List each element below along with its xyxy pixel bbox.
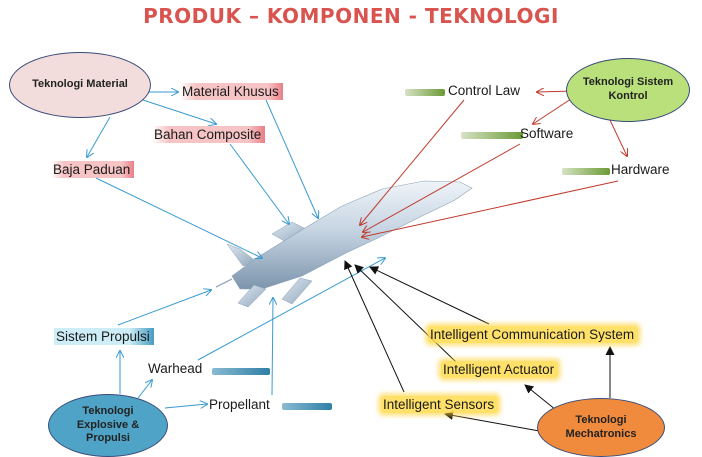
arrow-explosive-to-warhead [137,380,152,399]
oval-teknologi-mechatronics: Teknologi Mechatronics [537,398,665,457]
oval-teknologi-sistem-kontrol-label: Teknologi Sistem Kontrol [582,76,674,102]
arrow-propellant-to-missile [272,298,273,396]
arrow-material-to-bahan-composite [139,98,216,124]
software-bar [461,132,523,139]
arrow-intelligent-actuator-to-missile [354,264,457,363]
component-propellant: Propellant [209,397,270,412]
arrow-baja-paduan-to-missile [95,177,262,258]
missile-fin-bottom [281,277,313,305]
arrow-software-to-missile [363,143,521,232]
arrow-hardware-to-missile [362,180,619,237]
warhead-bar [212,368,270,375]
arrow-control-law-to-missile [360,99,465,225]
component-hardware: Hardware [611,162,670,177]
component-warhead: Warhead [148,361,203,376]
component-software: Software [520,126,574,141]
component-intelligent-communication-system: Intelligent Communication System [428,326,639,343]
missile-illustration [215,180,473,308]
component-intelligent-sensors: Intelligent Sensors [381,396,499,413]
arrow-sistem-propulsi-to-missile [117,290,211,326]
arrow-explosive-to-propellant [164,404,207,408]
component-intelligent-actuator: Intelligent Actuator [441,361,559,378]
control-law-bar [405,89,445,96]
arrow-bahan-composite-to-missile [229,143,289,224]
oval-teknologi-mechatronics-label: Teknologi Mechatronics [565,413,637,440]
arrow-intelligent-comm-to-missile [369,266,490,325]
page-title: PRODUK – KOMPONEN - TEKNOLOGI [143,4,559,28]
arrow-material-to-baja-paduan [87,116,111,157]
oval-teknologi-material: Teknologi Material [9,52,151,118]
arrow-intelligent-sensors-to-missile [344,260,405,393]
missile-probe [215,278,233,288]
arrow-warhead-to-missile [197,258,385,361]
oval-teknologi-material-label: Teknologi Material [32,78,128,91]
oval-teknologi-sistem-kontrol: Teknologi Sistem Kontrol [566,58,690,122]
arrow-material-khusus-to-missile [265,99,318,218]
missile-fin-tail-top [226,243,258,267]
hardware-bar [562,168,610,175]
arrow-mechatronics-to-sensors [444,410,546,433]
component-material-khusus: Material Khusus [180,83,283,100]
missile-fin-tail-bottom [237,284,267,308]
component-baja-paduan: Baja Paduan [51,161,135,178]
oval-teknologi-explosive-propulsi-label: Teknologi Explosive & Propulsi [76,404,140,445]
component-bahan-composite: Bahan Composite [152,126,266,143]
arrow-mechatronics-to-actuator [524,384,557,411]
missile-body [231,180,473,290]
oval-teknologi-explosive-propulsi: Teknologi Explosive & Propulsi [48,394,168,457]
propellant-bar [282,403,332,410]
component-control-law: Control Law [448,83,521,98]
component-sistem-propulsi: Sistem Propulsi [54,328,154,345]
